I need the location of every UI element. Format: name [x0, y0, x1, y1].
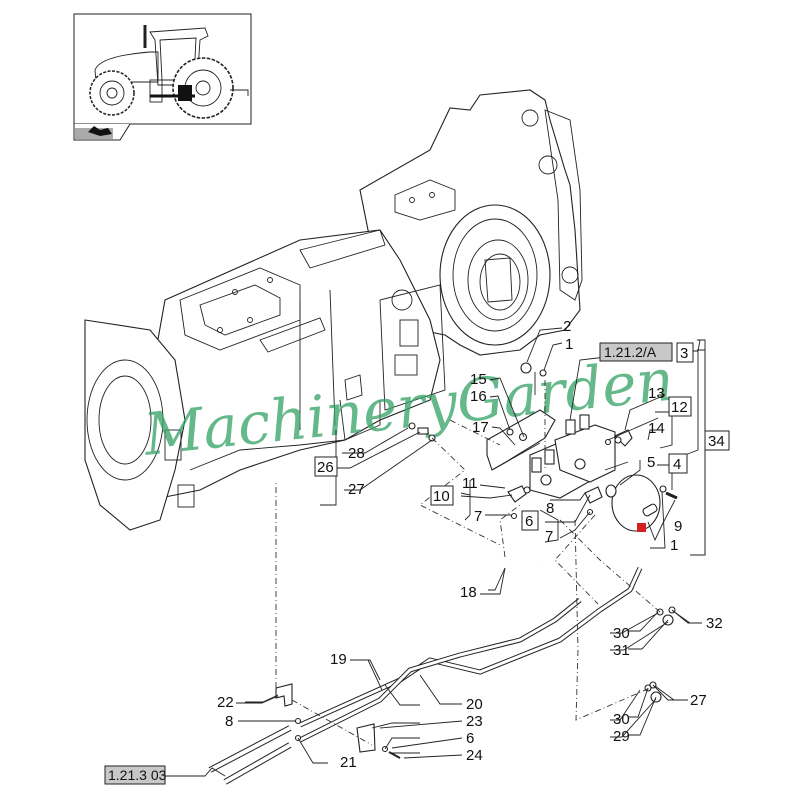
callout-28: 28 [348, 445, 365, 462]
callout-7-right: 7 [545, 528, 553, 545]
callout-18: 18 [460, 584, 477, 601]
callout-2: 2 [563, 318, 571, 335]
callout-17: 17 [472, 419, 489, 436]
callout-21: 21 [340, 754, 357, 771]
callout-7-left: 7 [474, 508, 482, 525]
callout-14: 14 [648, 420, 665, 437]
callout-box-10 [430, 485, 454, 506]
reference-box-1-21-3-03[interactable] [104, 765, 166, 785]
tractor-location-icon [73, 13, 252, 125]
callout-box-26 [314, 456, 338, 477]
callout-23: 23 [466, 713, 483, 730]
callout-8-top: 8 [546, 500, 554, 517]
reference-box-1-21-2-a[interactable] [599, 342, 673, 362]
elbow-fitting-6 [584, 486, 603, 504]
callout-1-bottom: 1 [670, 537, 678, 554]
callout-4: 4 [673, 456, 681, 473]
callout-27-top: 27 [348, 481, 365, 498]
accumulator-sphere [605, 474, 661, 532]
callout-box-6 [521, 510, 539, 531]
callout-16: 16 [470, 388, 487, 405]
callout-32: 32 [706, 615, 723, 632]
callout-34: 34 [708, 433, 725, 450]
callout-24: 24 [466, 747, 483, 764]
elbow-fitting-12 [614, 429, 633, 447]
callout-30-top: 30 [613, 625, 630, 642]
callout-box-3 [676, 342, 694, 363]
callout-22: 22 [217, 694, 234, 711]
callout-10: 10 [433, 488, 450, 505]
callout-9: 9 [674, 518, 682, 535]
callout-29: 29 [613, 728, 630, 745]
callout-12: 12 [671, 399, 688, 416]
elbow-fitting-10 [507, 485, 531, 503]
callout-6-bottom: 6 [466, 730, 474, 747]
callout-11: 11 [462, 475, 478, 492]
callout-box-4 [668, 453, 688, 474]
callout-3: 3 [680, 345, 688, 362]
reference-label-1-21-2-a[interactable]: 1.21.2/A [604, 344, 657, 360]
callout-15: 15 [470, 371, 487, 388]
callout-13: 13 [648, 385, 665, 402]
callout-27-bottom: 27 [690, 692, 707, 709]
callout-31: 31 [613, 642, 630, 659]
callout-8-bottom: 8 [225, 713, 233, 730]
callout-5: 5 [647, 454, 655, 471]
valve-block [529, 414, 616, 499]
callout-30-bottom: 30 [613, 711, 630, 728]
callout-20: 20 [466, 696, 483, 713]
hydraulic-arrow-icon [73, 123, 131, 141]
callout-1-top: 1 [565, 336, 573, 353]
callout-box-12 [668, 396, 692, 417]
callout-19: 19 [330, 651, 347, 668]
red-marker [637, 523, 646, 532]
callout-6: 6 [525, 513, 533, 530]
transmission-housing [84, 89, 583, 531]
reference-label-1-21-3-03[interactable]: 1.21.3 03 [108, 767, 167, 783]
hydraulic-pipes [208, 556, 676, 785]
callout-26: 26 [317, 459, 334, 476]
